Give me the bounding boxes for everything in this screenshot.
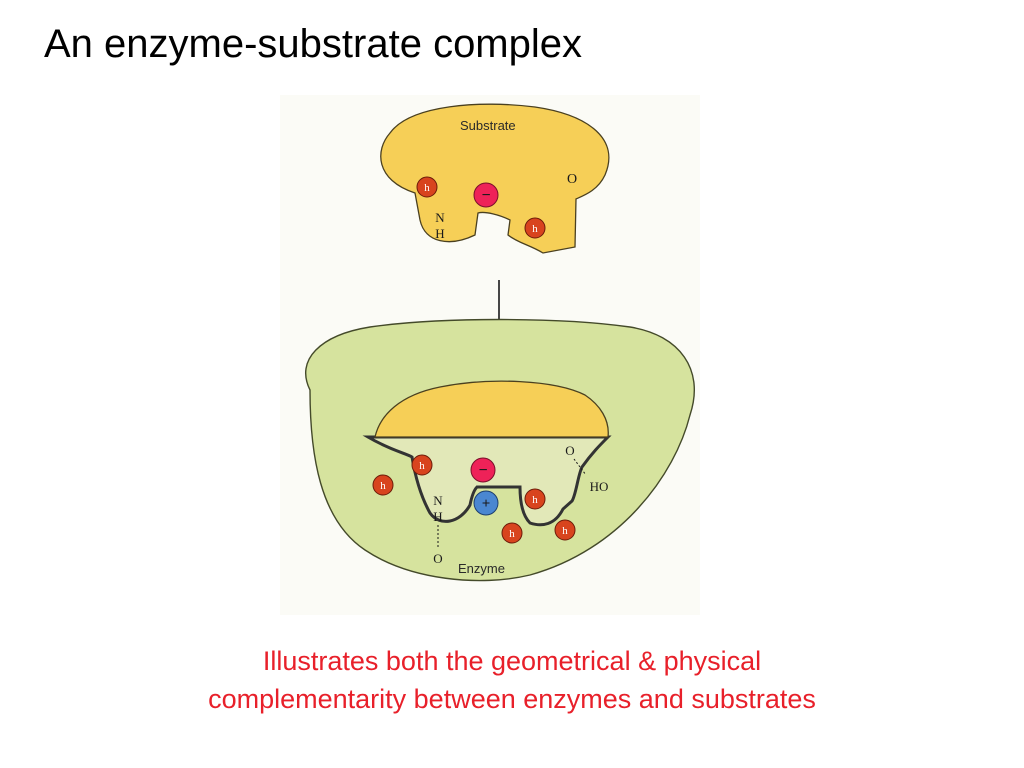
substrate-hydrophobic-2 [524, 217, 546, 239]
slide-title: An enzyme-substrate complex [44, 22, 583, 66]
enzyme-hydrophobic-4-label: h [509, 528, 515, 540]
enzyme-positive-symbol: + [482, 496, 491, 512]
substrate-label: Substrate [460, 118, 516, 133]
substrate-negative-charge [473, 182, 499, 208]
bound-atom-H: H [433, 509, 442, 524]
hydrogen-bond-2 [573, 458, 587, 476]
bound-substrate [374, 380, 609, 438]
enzyme-hydrophobic-2-label: h [380, 480, 386, 492]
substrate-atom-H: H [435, 226, 444, 241]
bound-atom-O: O [565, 443, 574, 458]
caption-line-1: Illustrates both the geometrical & physi… [262, 646, 762, 676]
bound-atom-N: N [433, 493, 443, 508]
enzyme-hydrophobic-4 [501, 522, 523, 544]
enzyme-hydrophobic-1 [411, 454, 433, 476]
bound-negative-charge [470, 457, 496, 483]
caption-line-2: complementarity between enzymes and subs… [208, 684, 816, 714]
substrate-hydrophobic-2-label: h [532, 223, 538, 235]
enzyme-atom-O: O [433, 551, 442, 566]
substrate-hydrophobic-1-label: h [424, 182, 430, 194]
enzyme-hydrophobic-2 [372, 474, 394, 496]
caption: Illustrates both the geometrical & physi… [0, 642, 1024, 718]
substrate-atom-O: O [567, 172, 577, 187]
substrate-negative-symbol: − [481, 187, 490, 204]
bound-negative-symbol: − [478, 462, 487, 479]
substrate-atom-N: N [435, 210, 445, 225]
free-substrate: Substrate h − O N H h [380, 103, 610, 254]
enzyme-hydrophobic-5-label: h [562, 525, 568, 537]
enzyme-group-HO: HO [590, 479, 609, 494]
enzyme-label: Enzyme [458, 561, 505, 576]
substrate-hydrophobic-1 [416, 176, 438, 198]
enzyme-hydrophobic-3 [524, 488, 546, 510]
substrate-shape [380, 103, 610, 254]
enzyme-hydrophobic-3-label: h [532, 494, 538, 506]
enzyme-complex: Enzyme h h h h h − + N H O O [304, 318, 695, 582]
enzyme-substrate-figure: Substrate h − O N H h Enzyme [280, 95, 700, 615]
enzyme-hydrophobic-1-label: h [419, 460, 425, 472]
enzyme-positive-charge [473, 490, 499, 516]
enzyme-hydrophobic-5 [554, 519, 576, 541]
